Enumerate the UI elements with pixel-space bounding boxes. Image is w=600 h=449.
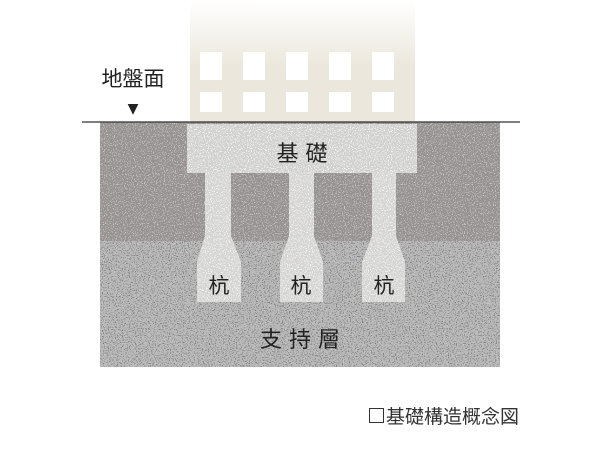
caption-box-icon — [369, 408, 384, 423]
figure-caption: 基礎構造概念図 — [369, 402, 519, 429]
ground-surface-marker: ▼ — [128, 101, 139, 117]
pile-left-label: 杭 — [209, 274, 230, 298]
pile-right-label: 杭 — [374, 274, 395, 298]
building-frame — [190, 0, 415, 122]
pile-center-label: 杭 — [291, 274, 312, 298]
foundation-label: 基 礎 — [277, 142, 328, 167]
caption-text: 基礎構造概念図 — [386, 406, 520, 428]
ground-surface-label: 地盤面 — [102, 67, 165, 91]
foundation-slab — [187, 124, 417, 173]
bearing-layer-label: 支 持 層 — [260, 328, 340, 353]
